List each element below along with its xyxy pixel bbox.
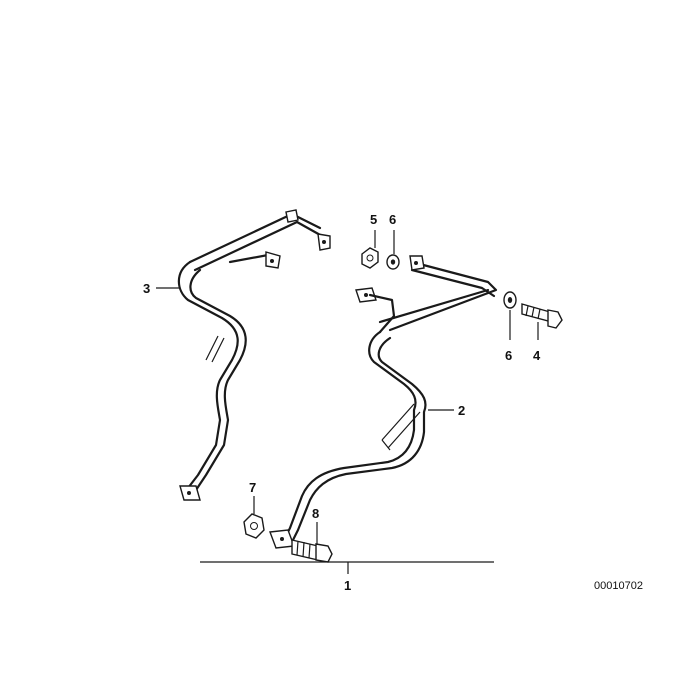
nut-part-7 — [243, 513, 265, 539]
callout-6-upper: 6 — [389, 212, 396, 227]
right-bracket-part-2 — [269, 255, 498, 549]
diagram-reference-number: 00010702 — [594, 580, 643, 592]
callout-3: 3 — [143, 281, 150, 296]
callout-7: 7 — [249, 480, 256, 495]
washer-part-6-lower — [503, 291, 517, 309]
bolt-part-4 — [521, 303, 563, 329]
callout-1: 1 — [344, 578, 351, 593]
nut-part-5 — [361, 247, 379, 269]
leader-lines — [156, 230, 539, 574]
callout-8: 8 — [312, 506, 319, 521]
callout-6-lower: 6 — [505, 348, 512, 363]
callout-4: 4 — [533, 348, 541, 363]
callout-5: 5 — [370, 212, 377, 227]
bolt-part-8 — [291, 539, 333, 563]
washer-part-6-upper — [386, 254, 400, 270]
left-bracket-part-3 — [177, 209, 331, 501]
callout-2: 2 — [458, 403, 465, 418]
